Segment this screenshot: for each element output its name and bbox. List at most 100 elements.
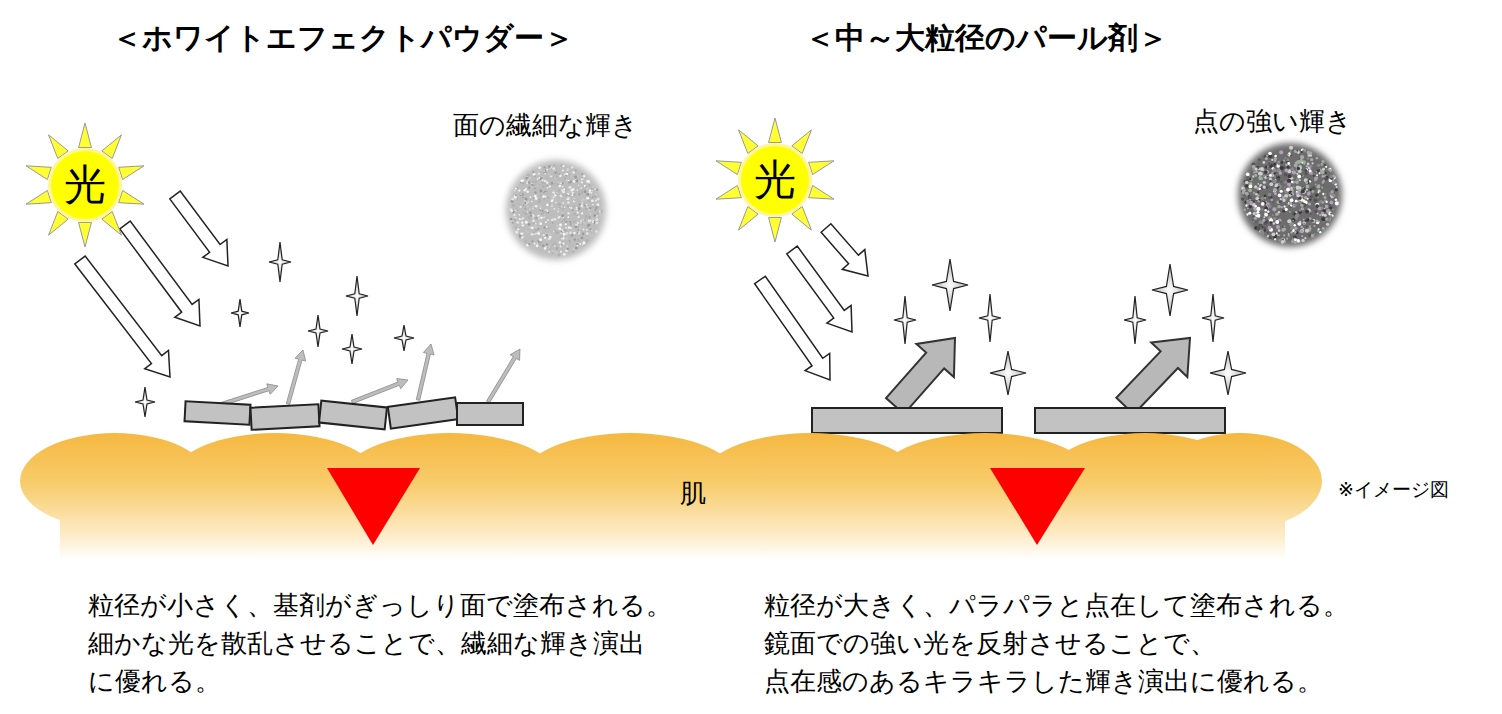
glitter-dot bbox=[1304, 163, 1306, 165]
glitter-dot bbox=[536, 240, 539, 243]
glitter-dot bbox=[1285, 168, 1289, 172]
glitter-dot bbox=[573, 206, 575, 208]
glitter-dot bbox=[584, 219, 586, 221]
large-pearl-particle bbox=[812, 408, 1002, 433]
glitter-dot bbox=[1281, 206, 1283, 208]
glitter-dot bbox=[1267, 210, 1269, 212]
glitter-dot bbox=[1322, 160, 1325, 163]
glitter-dot bbox=[1262, 161, 1265, 164]
glitter-dot bbox=[1270, 180, 1272, 182]
glitter-dot bbox=[1253, 192, 1256, 195]
glitter-dot bbox=[574, 176, 577, 179]
glitter-dot bbox=[1316, 177, 1318, 179]
glitter-dot bbox=[1298, 151, 1300, 153]
glitter-dot bbox=[1262, 185, 1265, 188]
glitter-dot bbox=[535, 223, 537, 225]
glitter-dot bbox=[588, 199, 590, 201]
glitter-dot bbox=[1304, 172, 1307, 175]
glitter-dot bbox=[538, 243, 541, 246]
glitter-dot bbox=[519, 193, 521, 195]
sun-label: 光 bbox=[64, 162, 106, 208]
small-particle bbox=[457, 403, 523, 425]
skin-body bbox=[60, 481, 1285, 560]
glitter-dot bbox=[529, 186, 532, 189]
glitter-dot bbox=[1310, 158, 1313, 161]
glitter-dot bbox=[1249, 178, 1251, 180]
glitter-dot bbox=[546, 169, 548, 171]
glitter-dot bbox=[532, 171, 534, 173]
glitter-dot bbox=[553, 182, 555, 184]
glitter-dot bbox=[587, 224, 590, 227]
glitter-dot bbox=[1272, 232, 1276, 236]
glitter-dot bbox=[592, 220, 595, 223]
glitter-dot bbox=[1311, 234, 1315, 238]
glitter-dot bbox=[554, 170, 556, 172]
glitter-dot bbox=[567, 206, 569, 208]
glitter-dot bbox=[1335, 202, 1339, 206]
glitter-dot bbox=[1290, 155, 1292, 157]
glitter-dot bbox=[570, 207, 572, 209]
glitter-dot bbox=[586, 239, 589, 242]
glitter-dot bbox=[544, 190, 546, 192]
glitter-dot bbox=[581, 178, 583, 180]
glitter-dot bbox=[577, 215, 579, 217]
glitter-dot bbox=[1304, 196, 1307, 199]
glitter-dot bbox=[542, 182, 544, 184]
glitter-dot bbox=[1278, 194, 1282, 198]
glitter-dot bbox=[1275, 175, 1277, 177]
glitter-dot bbox=[583, 222, 586, 225]
glitter-dot bbox=[569, 232, 571, 234]
glitter-dot bbox=[1294, 227, 1297, 230]
glitter-dot bbox=[1290, 198, 1294, 202]
glitter-dot bbox=[1265, 157, 1268, 160]
glitter-dot bbox=[522, 217, 524, 219]
glitter-dot bbox=[556, 183, 558, 185]
glitter-dot bbox=[1289, 146, 1293, 150]
glitter-dot bbox=[1275, 212, 1279, 216]
glitter-dot bbox=[1254, 205, 1257, 208]
glitter-dot bbox=[577, 243, 579, 245]
description: 粒径が小さく、基剤がぎっしり面で塗布される。 細かな光を散乱させることで、繊細な… bbox=[88, 586, 708, 700]
glitter-dot bbox=[1245, 181, 1249, 185]
glitter-dot bbox=[560, 206, 563, 209]
glitter-dot bbox=[1267, 176, 1269, 178]
glitter-dot bbox=[1296, 150, 1298, 152]
glitter-dot bbox=[511, 216, 513, 218]
glitter-dot bbox=[515, 231, 518, 234]
glitter-dot bbox=[1332, 208, 1334, 210]
glitter-dot bbox=[1284, 167, 1286, 169]
glitter-dot bbox=[1329, 206, 1332, 209]
glitter-dot bbox=[556, 225, 559, 228]
glitter-dot bbox=[549, 166, 552, 169]
glitter-dot bbox=[530, 204, 532, 206]
glitter-dot bbox=[520, 232, 523, 235]
glitter-dot bbox=[1304, 169, 1307, 172]
glitter-dot bbox=[1270, 173, 1274, 177]
glitter-dot bbox=[554, 194, 556, 196]
glitter-dot bbox=[1295, 200, 1298, 203]
glitter-dot bbox=[560, 232, 562, 234]
glitter-dot bbox=[574, 199, 576, 201]
scattered-light-arrow bbox=[416, 344, 434, 400]
glitter-dot bbox=[1287, 219, 1291, 223]
glitter-dot bbox=[566, 245, 568, 247]
glitter-dot bbox=[1257, 167, 1260, 170]
glitter-dot bbox=[1306, 218, 1309, 221]
glitter-dot bbox=[544, 247, 546, 249]
glitter-dot bbox=[548, 251, 550, 253]
glitter-dot bbox=[515, 187, 517, 189]
glitter-dot bbox=[1274, 185, 1276, 187]
sun-ray bbox=[119, 166, 144, 180]
glitter-dot bbox=[1279, 239, 1281, 241]
glitter-dot bbox=[581, 212, 583, 214]
glitter-dot bbox=[561, 238, 563, 240]
glitter-dot bbox=[597, 217, 598, 218]
glitter-dot bbox=[1317, 163, 1321, 167]
glitter-dot bbox=[531, 201, 533, 203]
glitter-dot bbox=[1315, 183, 1317, 185]
glitter-dot bbox=[1296, 167, 1299, 170]
glitter-dot bbox=[547, 227, 549, 229]
glitter-dot bbox=[537, 232, 539, 234]
glitter-dot bbox=[540, 168, 542, 170]
glitter-dot bbox=[592, 204, 594, 206]
